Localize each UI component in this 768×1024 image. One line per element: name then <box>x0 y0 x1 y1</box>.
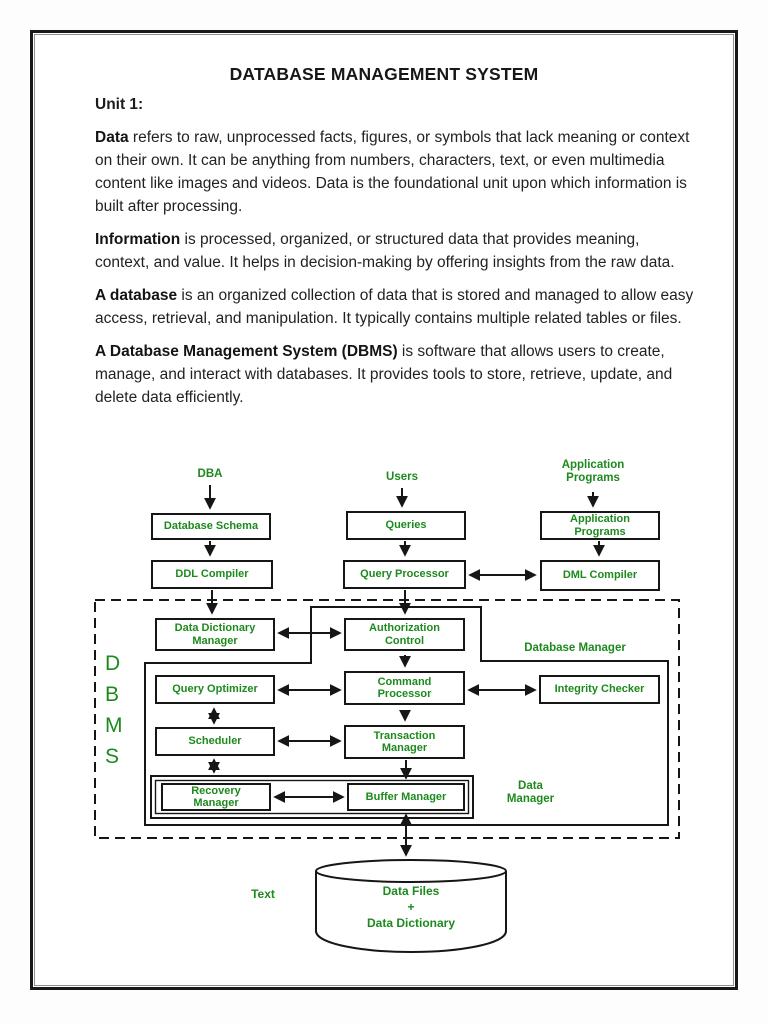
label-dbms: D B M S <box>105 648 123 772</box>
paragraph-lead: Information <box>95 231 181 248</box>
paragraph-lead: Data <box>95 129 129 146</box>
label-application-programs: Application Programs <box>561 459 625 484</box>
paragraph-lead: A database <box>95 287 178 304</box>
box-scheduler: Scheduler <box>155 727 275 756</box>
dbms-letter: M <box>105 714 123 737</box>
box-command-processor: Command Processor <box>344 671 465 705</box>
paragraph-dbms: A Database Management System (DBMS) is s… <box>95 340 695 409</box>
body-text: Data refers to raw, unprocessed facts, f… <box>95 126 695 419</box>
box-integrity-checker: Integrity Checker <box>539 675 660 704</box>
box-query-optimizer: Query Optimizer <box>155 675 275 704</box>
label-datastore: Data Files + Data Dictionary <box>366 884 456 930</box>
dbms-letter: B <box>105 683 120 706</box>
paragraph-information: Information is processed, organized, or … <box>95 228 695 274</box>
dbms-letter: S <box>105 745 120 768</box>
paragraph-rest: is an organized collection of data that … <box>95 287 694 327</box>
label-users: Users <box>386 471 418 483</box>
paragraph-database: A database is an organized collection of… <box>95 284 695 330</box>
box-authorization-control: Authorization Control <box>344 618 465 651</box>
box-queries: Queries <box>346 511 466 540</box>
paragraph-rest: refers to raw, unprocessed facts, figure… <box>95 129 690 215</box>
label-database-manager: Database Manager <box>524 642 626 654</box>
box-transaction-manager: Transaction Manager <box>344 725 465 759</box>
box-query-processor: Query Processor <box>343 560 466 589</box>
paragraph-data: Data refers to raw, unprocessed facts, f… <box>95 126 695 218</box>
page-title: DATABASE MANAGEMENT SYSTEM <box>229 64 539 84</box>
paragraph-rest: is processed, organized, or structured d… <box>95 231 675 271</box>
box-database-schema: Database Schema <box>151 513 271 540</box>
dbms-letter: D <box>105 652 121 675</box>
label-dba: DBA <box>197 468 223 480</box>
label-text: Text <box>251 887 275 901</box>
box-recovery-manager: Recovery Manager <box>161 783 271 811</box>
box-data-dictionary-manager: Data Dictionary Manager <box>155 618 275 651</box>
label-data-manager: Data Manager <box>506 780 555 805</box>
datastore-cylinder-top <box>315 859 507 883</box>
box-application-programs: Application Programs <box>540 511 660 540</box>
paragraph-lead: A Database Management System (DBMS) <box>95 343 398 360</box>
unit-heading: Unit 1: <box>95 96 144 113</box>
box-dml-compiler: DML Compiler <box>540 560 660 591</box>
dbms-architecture-diagram: DBA Users Application Programs Database … <box>33 33 735 987</box>
box-buffer-manager: Buffer Manager <box>347 783 465 811</box>
document-page: DATABASE MANAGEMENT SYSTEM Unit 1: Data … <box>30 30 738 990</box>
paragraph-rest: is software that allows users to create,… <box>95 343 673 406</box>
box-ddl-compiler: DDL Compiler <box>151 560 273 589</box>
diagram-arrows <box>94 485 680 954</box>
